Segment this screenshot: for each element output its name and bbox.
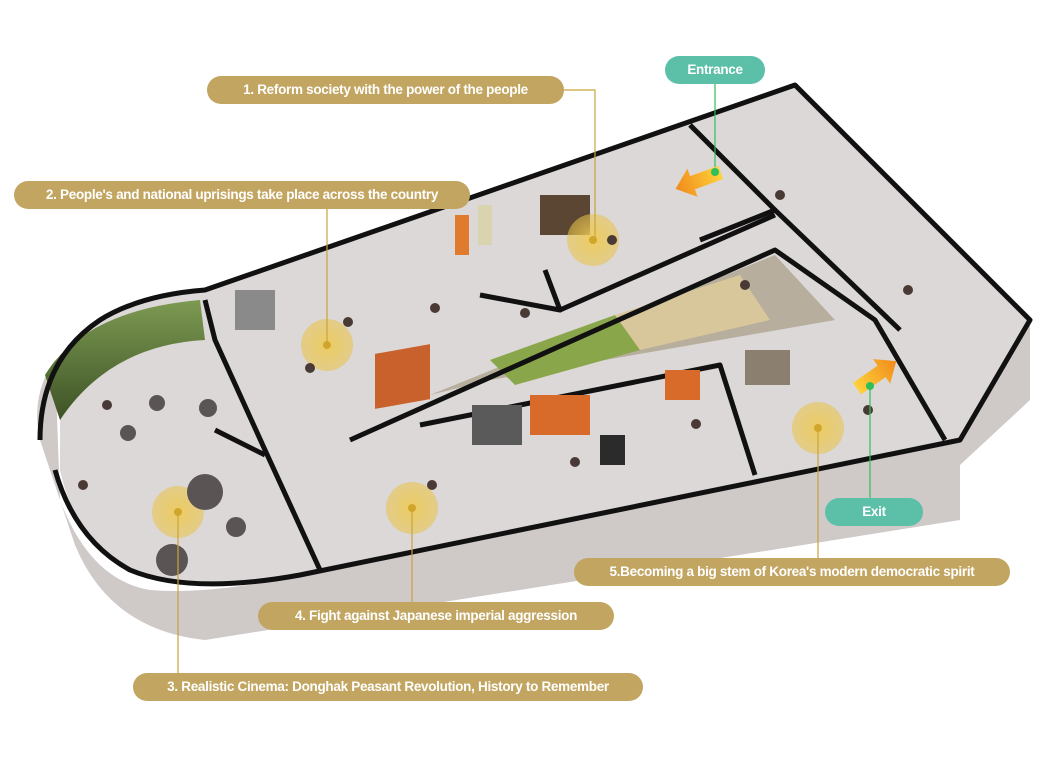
inner-wall-gallery: [558, 212, 777, 313]
exhibit-panels: [235, 195, 790, 465]
grass-patch: [490, 315, 640, 385]
inner-wall-west: [202, 299, 323, 572]
leader-lines: [177, 84, 871, 686]
entrance-label: Entrance: [665, 56, 765, 84]
inner-wall-cinema: [213, 427, 267, 458]
zone-1-label: 1. Reform society with the power of the …: [207, 76, 564, 104]
zone-4-label: 4. Fight against Japanese imperial aggre…: [258, 602, 614, 630]
entrance-arrow-icon: [675, 165, 724, 197]
visitor-figures: [78, 190, 913, 490]
building-base: [37, 85, 1030, 640]
exit-arrow-icon: [852, 359, 897, 395]
inner-wall-north: [479, 269, 563, 313]
cinema-seats: [120, 395, 246, 576]
zone-2-label: 2. People's and national uprisings take …: [14, 181, 470, 209]
zone-3-label: 3. Realistic Cinema: Donghak Peasant Rev…: [133, 673, 643, 701]
door-arrows: [675, 165, 897, 395]
bamboo-forest-mural: [45, 300, 205, 420]
outer-wall: [37, 82, 1033, 587]
exit-label: Exit: [825, 498, 923, 526]
leader-zone-1: [563, 89, 596, 240]
floor-slab: [60, 85, 1030, 584]
corridor-wall: [773, 208, 902, 332]
outer-wall-side: [37, 325, 1030, 640]
inner-wall-triangle: [348, 247, 948, 443]
woven-mat: [615, 275, 770, 350]
zone-5-label: 5.Becoming a big stem of Korea's modern …: [574, 558, 1010, 586]
